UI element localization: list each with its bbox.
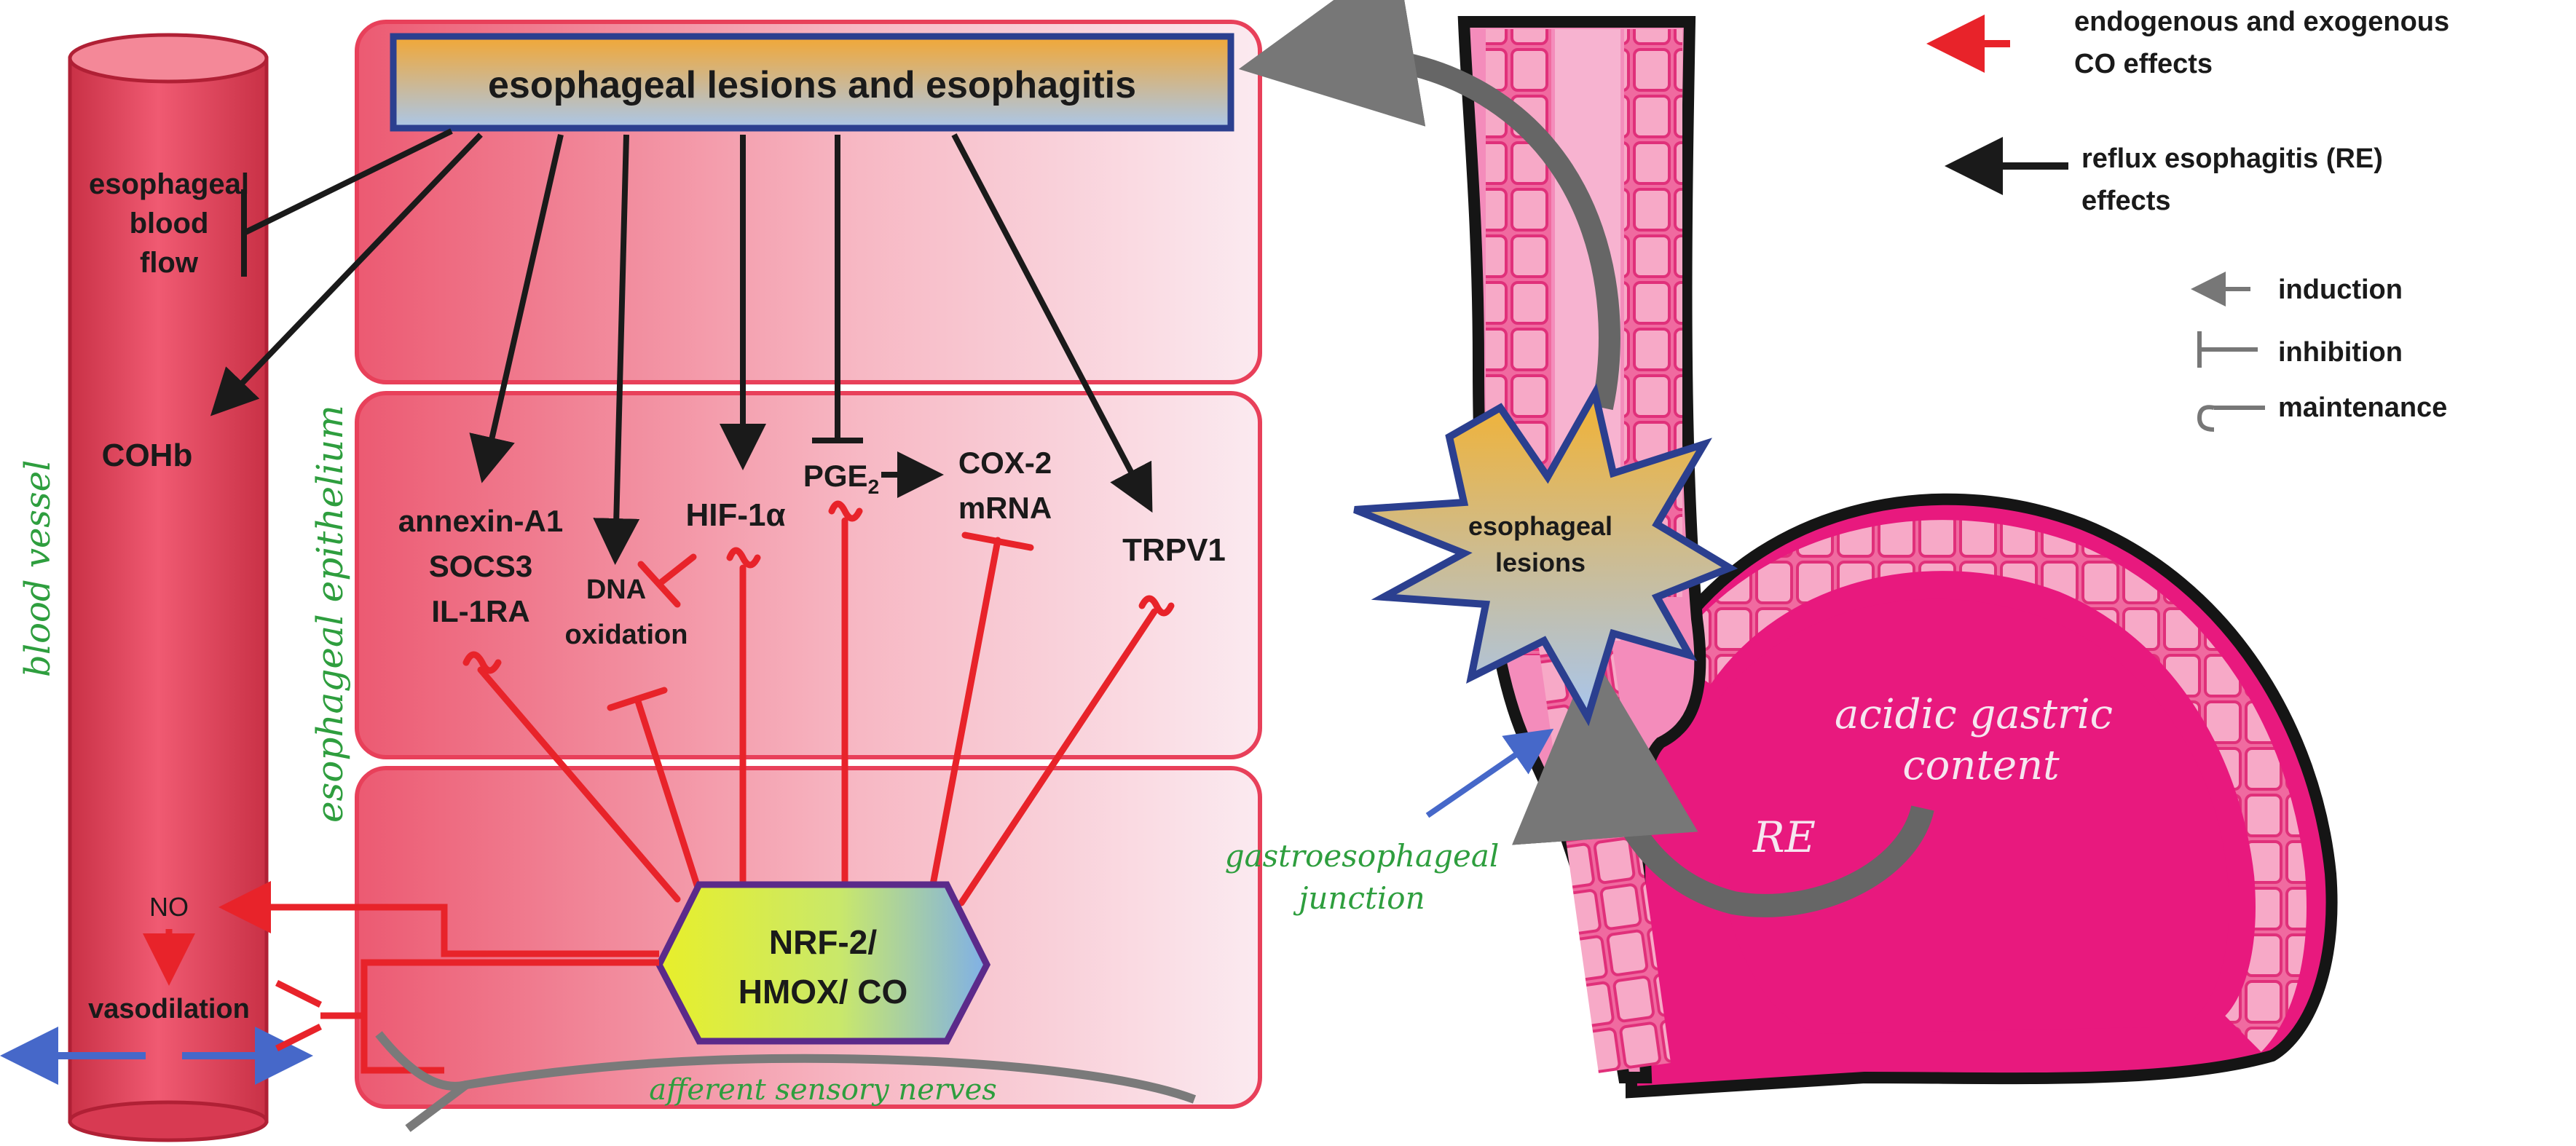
re-arrow-trpv1 <box>951 133 1153 513</box>
epithelium-label: esophageal epithelium <box>309 405 351 823</box>
legend-maintenance-tip <box>2197 405 2215 432</box>
co-inhibit-cox <box>929 537 1001 892</box>
afferent-label: afferent sensory nerves <box>649 1073 997 1107</box>
legend-inhibition: inhibition <box>2278 337 2403 368</box>
re-reflux-arrow <box>1512 652 1934 917</box>
pge-label-sub: 2 <box>868 475 880 498</box>
nrf2-hexagon <box>655 881 991 1045</box>
trpv1-label: TRPV1 <box>1122 532 1226 568</box>
co-inhibit-cox-bar <box>961 531 1034 551</box>
no-label: NO <box>149 892 189 922</box>
co-effect-lines <box>462 500 1175 906</box>
re-arrow-dna <box>593 134 640 565</box>
nrf2-label-line2: HMOX/ CO <box>738 973 908 1011</box>
nrf2-label-line1: NRF-2/ <box>769 923 877 961</box>
lesion-to-title-arrow <box>1238 0 1620 411</box>
re-arrow-annexin <box>469 134 564 483</box>
co-inhibit-dna-ox <box>634 695 703 896</box>
stomach-lining <box>1669 520 2307 1052</box>
blood-flow-label-line3: flow <box>140 247 199 279</box>
co-maintain-annexin <box>477 666 681 903</box>
vasodilation-maintain-b <box>275 1023 323 1052</box>
co-inhibit-dna-ox-upper-bar <box>637 561 681 608</box>
legend-red-line2: CO effects <box>2074 49 2213 79</box>
pge-label: PGE2 <box>803 459 879 498</box>
co-maintain-trpv1 <box>958 608 1158 906</box>
cohb-label: COHb <box>102 438 193 473</box>
cox-label-line2: mRNA <box>958 491 1052 525</box>
legend-black-line1: reflux esophagitis (RE) <box>2081 143 2383 174</box>
junction-label-line1: gastroesophageal <box>1225 838 1500 874</box>
blood-vessel <box>68 33 269 1142</box>
blood-flow-label-line1: esophageal <box>89 168 249 200</box>
vasodilation-maintain-a <box>275 979 323 1008</box>
lesion-star <box>1353 383 1738 727</box>
annexin-label-line3: IL-1RA <box>431 594 529 628</box>
legend-maintenance: maintenance <box>2278 392 2447 423</box>
re-effect-arrows <box>210 128 1153 565</box>
legend: endogenous and exogenous CO effects refl… <box>1926 7 2449 432</box>
gastric-label-line1: acidic gastric <box>1835 691 2113 738</box>
afferent-nerve <box>375 1031 1197 1104</box>
re-inhibit-blood-flow <box>243 128 453 236</box>
co-inhibit-dna-ox-bar <box>607 687 668 711</box>
re-arrow-cohb <box>210 133 483 416</box>
junction-label-line2: junction <box>1293 880 1425 916</box>
junction-pointer <box>1425 728 1554 818</box>
vasodilation-label: vasodilation <box>88 994 250 1024</box>
blood-vessel-label: blood vessel <box>17 460 58 677</box>
co-maintain-hif-tip <box>726 547 761 569</box>
pge-label-main: PGE <box>803 459 868 493</box>
legend-induction: induction <box>2278 274 2403 305</box>
lesions-label-line2: lesions <box>1495 548 1586 577</box>
dna-label-line1: DNA <box>586 574 646 605</box>
cox-label-line1: COX-2 <box>958 446 1052 480</box>
gastric-label-line2: content <box>1902 742 2060 789</box>
title-box <box>390 33 1234 132</box>
legend-black-line2: effects <box>2081 186 2171 216</box>
co-arrow-no <box>218 881 659 957</box>
re-label: RE <box>1752 813 1816 862</box>
hif-label: HIF-1α <box>685 497 785 533</box>
co-maintain-annexin-tip <box>462 651 502 674</box>
co-vascular-lines <box>218 881 659 1074</box>
title: esophageal lesions and esophagitis <box>488 64 1136 106</box>
co-inhibit-dna-ox-upper <box>655 553 697 588</box>
co-maintain-pge-tip <box>828 500 863 522</box>
dna-label-line2: oxidation <box>565 620 688 650</box>
stomach-lumen <box>1719 598 2229 1034</box>
co-maintain-trpv1-tip <box>1138 595 1175 617</box>
afferent-nerve-branch <box>405 1081 469 1132</box>
annexin-label-line2: SOCS3 <box>429 549 532 583</box>
lesions-label-line1: esophageal <box>1468 511 1612 541</box>
annexin-label-line1: annexin-A1 <box>398 504 563 538</box>
blood-flow-label-line2: blood <box>130 208 209 240</box>
legend-red-line1: endogenous and exogenous <box>2074 7 2449 37</box>
